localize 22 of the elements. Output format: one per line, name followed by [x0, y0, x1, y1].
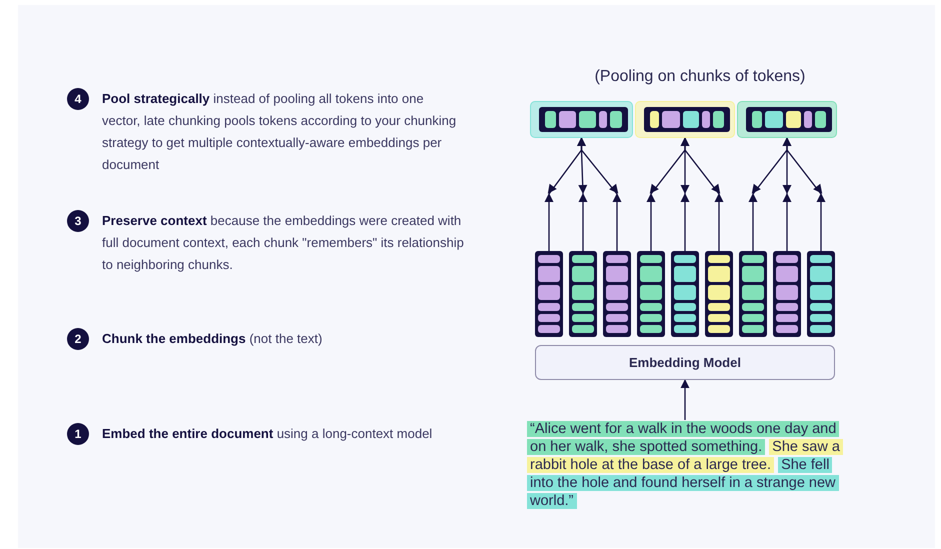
pooled-vector [737, 101, 837, 138]
arrow [577, 137, 622, 251]
arrow [680, 137, 724, 251]
step-description: Preserve context because the embeddings were created with full document context, each chunk "remembers" its relationship to neighboring chunks. [102, 212, 464, 274]
arrow [782, 137, 826, 251]
step-description: Chunk the embeddings (not the text) [102, 330, 324, 348]
token-embedding-column [773, 251, 801, 337]
pooled-vector [635, 101, 735, 138]
step-description: Pool strategically instead of pooling all tokens into one vector, late chunking pools tokens according to your chunking strategy to get multiple contextually-aware embeddings per document [102, 90, 458, 174]
pooled-vector [530, 101, 633, 138]
arrow [680, 379, 690, 420]
token-embedding-column [637, 251, 665, 337]
token-embedding-column [569, 251, 597, 337]
diagram-title: (Pooling on chunks of tokens) [594, 68, 806, 86]
token-embedding-column [535, 251, 563, 337]
token-embedding-column [807, 251, 835, 337]
token-embedding-column [739, 251, 767, 337]
model-box: Embedding Model [535, 345, 835, 380]
token-embedding-column [603, 251, 631, 337]
step-description: Embed the entire document using a long-context model [102, 425, 434, 443]
token-embedding-column [671, 251, 699, 337]
token-embedding-column [705, 251, 733, 337]
